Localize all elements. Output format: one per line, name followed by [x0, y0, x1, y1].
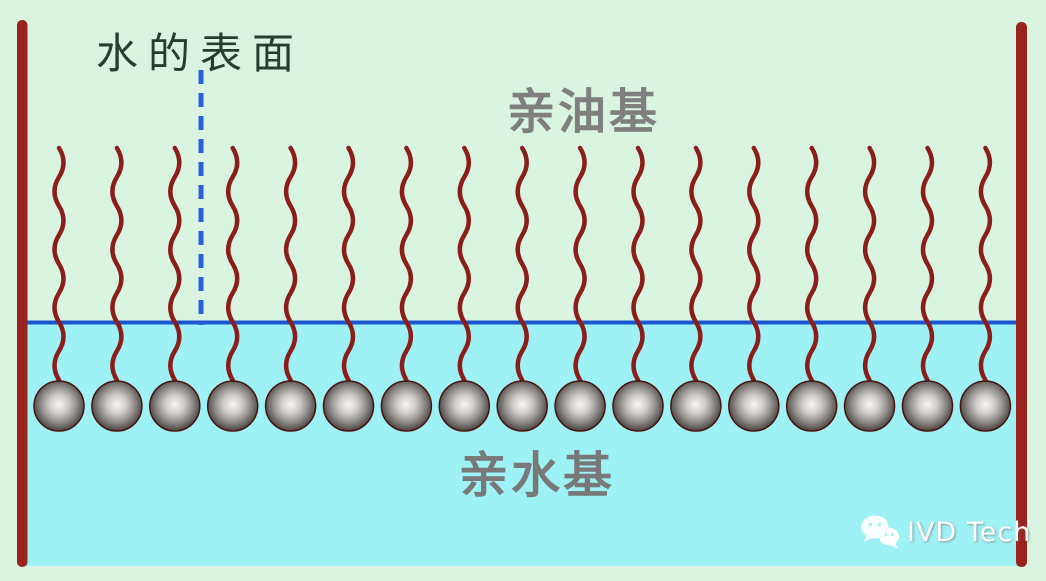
watermark: IVD Tech [860, 514, 1031, 550]
container-wall-right [1016, 22, 1027, 567]
surfactant-head [959, 380, 1012, 432]
label-lipophilic-group: 亲油基 [507, 84, 661, 140]
surfactant-tail [515, 145, 529, 383]
surfactant-head [843, 380, 896, 432]
surfactant-tail [168, 145, 182, 383]
surfactant-tail [573, 145, 587, 383]
surfactant-tail [341, 145, 356, 383]
wechat-small-bubble [879, 527, 899, 549]
surfactant-tail [399, 145, 414, 383]
surfactant-tail [862, 145, 877, 383]
surfactant-head [380, 380, 433, 432]
water-body [23, 321, 1022, 566]
surfactant-head [264, 380, 317, 432]
label-water-surface: 水的表面 [96, 29, 305, 78]
wechat-icon [861, 515, 899, 549]
surfactant-tail [110, 145, 124, 383]
surfactant-head [612, 380, 664, 432]
surfactant-tail [978, 145, 993, 383]
surfactant-head [91, 380, 143, 432]
surfactant-head [554, 380, 606, 432]
surfactant-tail [689, 145, 703, 383]
container-wall-left [17, 20, 28, 567]
surfactant-head [670, 380, 722, 432]
surfactant-tail [225, 145, 240, 383]
surfactant-head [206, 380, 259, 432]
surfactant-tail [457, 145, 472, 383]
surfactant-head [33, 380, 85, 432]
surfactant-tail [804, 145, 819, 383]
surfactant-head [901, 380, 954, 432]
surfactant-head [322, 380, 375, 432]
surfactant-tail [52, 145, 66, 383]
surfactant-head [438, 380, 491, 432]
label-hydrophilic-group: 亲水基 [459, 447, 616, 504]
surfactant-tail [283, 145, 298, 383]
surfactant-head [728, 380, 780, 432]
watermark-text: IVD Tech [907, 516, 1032, 548]
surfactant-tail [631, 145, 645, 383]
surfactant-head [496, 380, 548, 432]
surfactant-tail [747, 145, 761, 383]
surfactant-tail [920, 145, 935, 383]
lipophilic-tails-group [52, 145, 993, 383]
hydrophilic-heads-group [33, 380, 1012, 432]
surfactant-head [149, 380, 201, 432]
surfactant-head [785, 380, 838, 432]
